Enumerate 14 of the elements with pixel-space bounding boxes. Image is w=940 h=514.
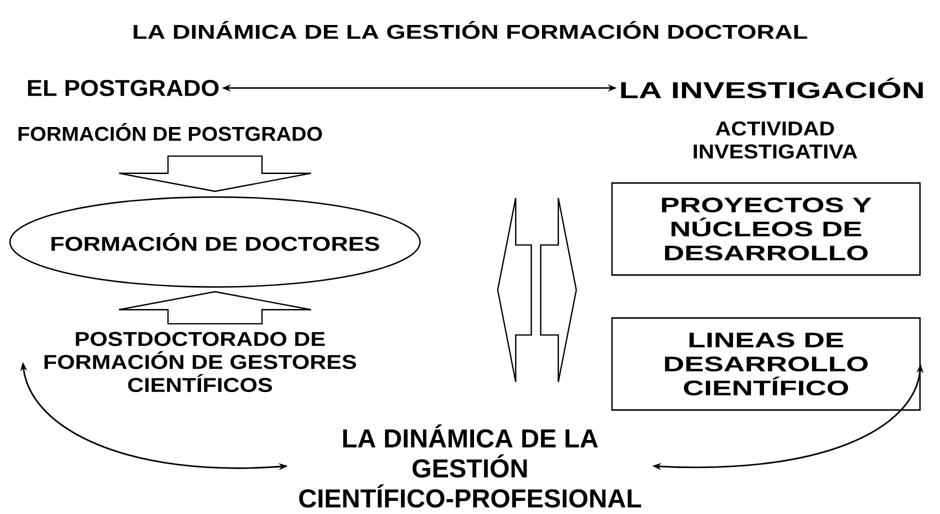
title: LA DINÁMICA DE LA GESTIÓN FORMACIÓN DOCTORAL <box>134 21 808 39</box>
caption-text: LA DINÁMICA DE LA GESTIÓN CIENTÍFICO-PROFESIONAL <box>299 424 642 508</box>
ellipse-node: FORMACIÓN DE DOCTORES <box>9 196 421 288</box>
process-box: LINEAS DE DESARROLLO CIENTÍFICO <box>611 317 921 411</box>
block-arrow <box>118 156 312 192</box>
block-arrow <box>118 291 312 324</box>
section-text: FORMACIÓN DE POSTGRADO <box>18 123 322 141</box>
block-arrow <box>540 197 577 383</box>
heading-text: EL POSTGRADO <box>28 80 219 96</box>
heading-text: LA INVESTIGACIÓN <box>621 78 923 98</box>
section-text: POSTDOCTORADO DE FORMACIÓN DE GESTORES CIENTÍFICOS <box>44 332 356 392</box>
section-text: ACTIVIDAD INVESTIGATIVA <box>694 121 858 159</box>
block-arrow <box>497 197 532 383</box>
process-box: PROYECTOS Y NÚCLEOS DE DESARROLLO <box>611 182 921 276</box>
